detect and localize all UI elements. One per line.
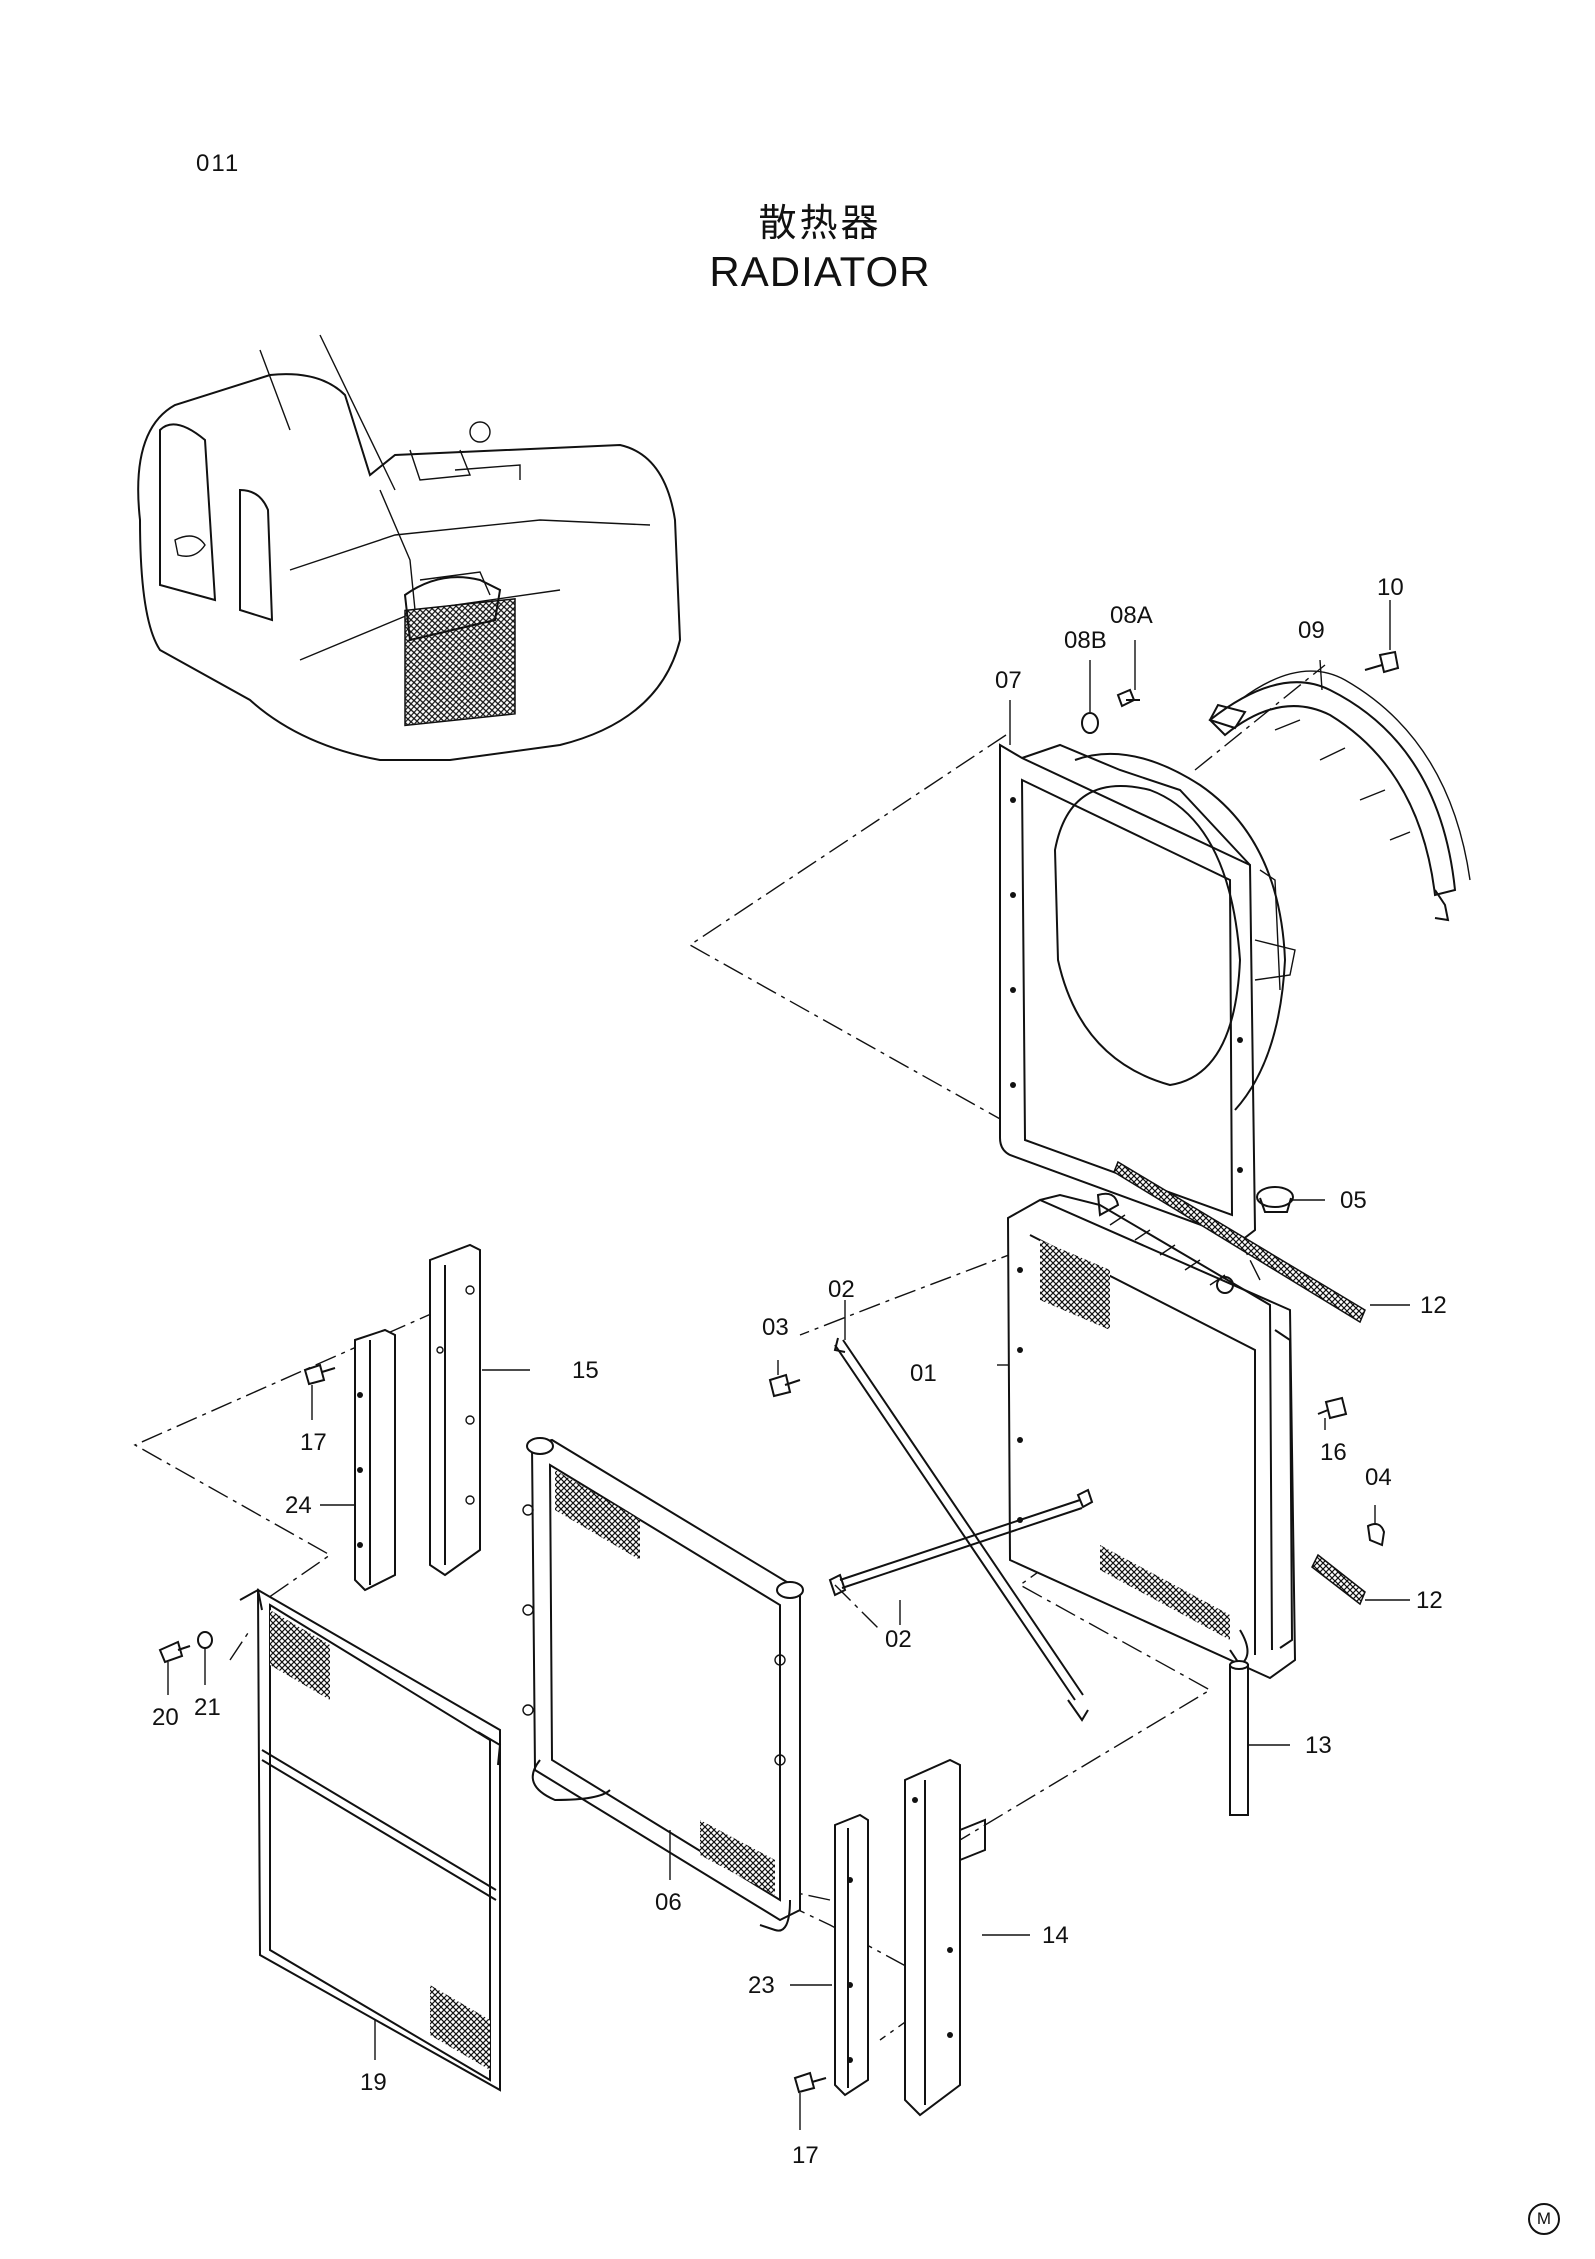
hardware-08-10 — [1081, 650, 1400, 734]
callout-07: 07 — [995, 667, 1022, 694]
title-chinese: 散热器 — [758, 201, 882, 245]
callout-02-lower: 02 — [885, 1626, 912, 1653]
callout-06: 06 — [655, 1889, 682, 1916]
callout-05: 05 — [1340, 1187, 1367, 1214]
callout-02-upper: 02 — [828, 1276, 855, 1303]
callout-03: 03 — [762, 1314, 789, 1341]
hardware-03-04-16 — [768, 1373, 1386, 1547]
callout-09: 09 — [1298, 617, 1325, 644]
callout-20: 20 — [152, 1704, 179, 1731]
callout-08B: 08B — [1064, 627, 1107, 654]
callout-14: 14 — [1042, 1922, 1069, 1949]
excavator-location-sketch — [137, 334, 682, 761]
assembly-guide-lines — [133, 664, 1326, 2041]
seal-strips-part-12 — [1113, 1160, 1366, 1606]
radiator-cap-part-05 — [1256, 1186, 1294, 1213]
screen-part-19 — [239, 1588, 502, 2092]
callout-23: 23 — [748, 1972, 775, 1999]
callout-08A: 08A — [1110, 602, 1153, 629]
callout-17-upper: 17 — [300, 1429, 327, 1456]
oil-cooler-part-06 — [522, 1437, 804, 1932]
callout-12-upper: 12 — [1420, 1292, 1447, 1319]
callout-01: 01 — [910, 1360, 937, 1387]
callout-04: 04 — [1365, 1464, 1392, 1491]
title-english: RADIATOR — [709, 248, 931, 295]
fan-shroud-part-07 — [999, 743, 1296, 1242]
callout-16: 16 — [1320, 1439, 1347, 1466]
callout-12-lower: 12 — [1416, 1587, 1443, 1614]
page-code: 011 — [196, 150, 241, 177]
radiator-core-part-01 — [1006, 1192, 1297, 1680]
callout-13: 13 — [1305, 1732, 1332, 1759]
callout-21: 21 — [194, 1694, 221, 1721]
hose-part-13 — [1229, 1660, 1249, 1816]
bracket-part-23 — [834, 1813, 869, 2097]
manufacturer-mark: M — [1528, 2203, 1560, 2235]
stay-rods-part-02 — [828, 1337, 1094, 1722]
callout-19: 19 — [360, 2069, 387, 2096]
fan-guard-part-09 — [1208, 670, 1471, 922]
bracket-part-15 — [429, 1243, 481, 1577]
leader-lines — [167, 600, 1410, 2130]
bracket-part-14 — [904, 1758, 986, 2117]
callout-17-lower: 17 — [792, 2142, 819, 2169]
callout-labels: 01 02 02 03 04 05 06 07 08A 08B 09 10 12… — [152, 574, 1447, 2169]
bracket-part-24 — [354, 1328, 396, 1592]
callout-15: 15 — [572, 1357, 599, 1384]
callout-10: 10 — [1377, 574, 1404, 601]
callout-24: 24 — [285, 1492, 312, 1519]
